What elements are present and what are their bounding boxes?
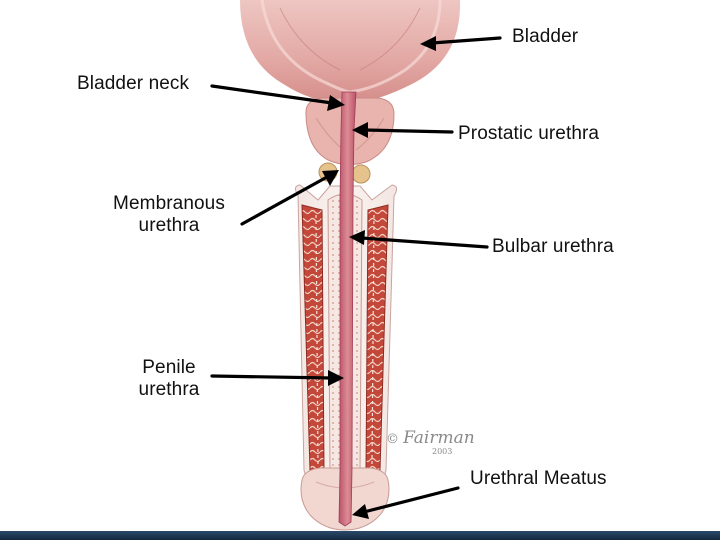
bladder-neck-label: Bladder neck [77,73,190,94]
prostatic-urethra-label: Prostatic urethra [458,123,600,144]
bottom-bar [0,531,720,540]
penile-urethra-label: Penile urethra [124,357,214,401]
signature-year: 2003 [432,447,453,456]
copyright-symbol: © [386,432,399,447]
artist-signature: © Fairman [386,428,475,448]
artist-name: Fairman [403,428,475,448]
bladder-label: Bladder [512,26,579,47]
bulbar-urethra-label: Bulbar urethra [492,236,614,257]
urethral-meatus-label: Urethral Meatus [470,468,607,489]
right-gland [351,164,371,184]
urethra-channel [338,91,357,527]
membranous-urethra-line1: Membranous [113,193,225,214]
label-arrows [210,36,502,519]
membranous-urethra-line2: urethra [138,215,200,236]
membranous-urethra-label: Membranous urethra [100,193,238,237]
bladder-shape [240,0,461,104]
penile-urethra-line1: Penile [142,357,196,378]
penile-urethra-line2: urethra [138,379,200,400]
